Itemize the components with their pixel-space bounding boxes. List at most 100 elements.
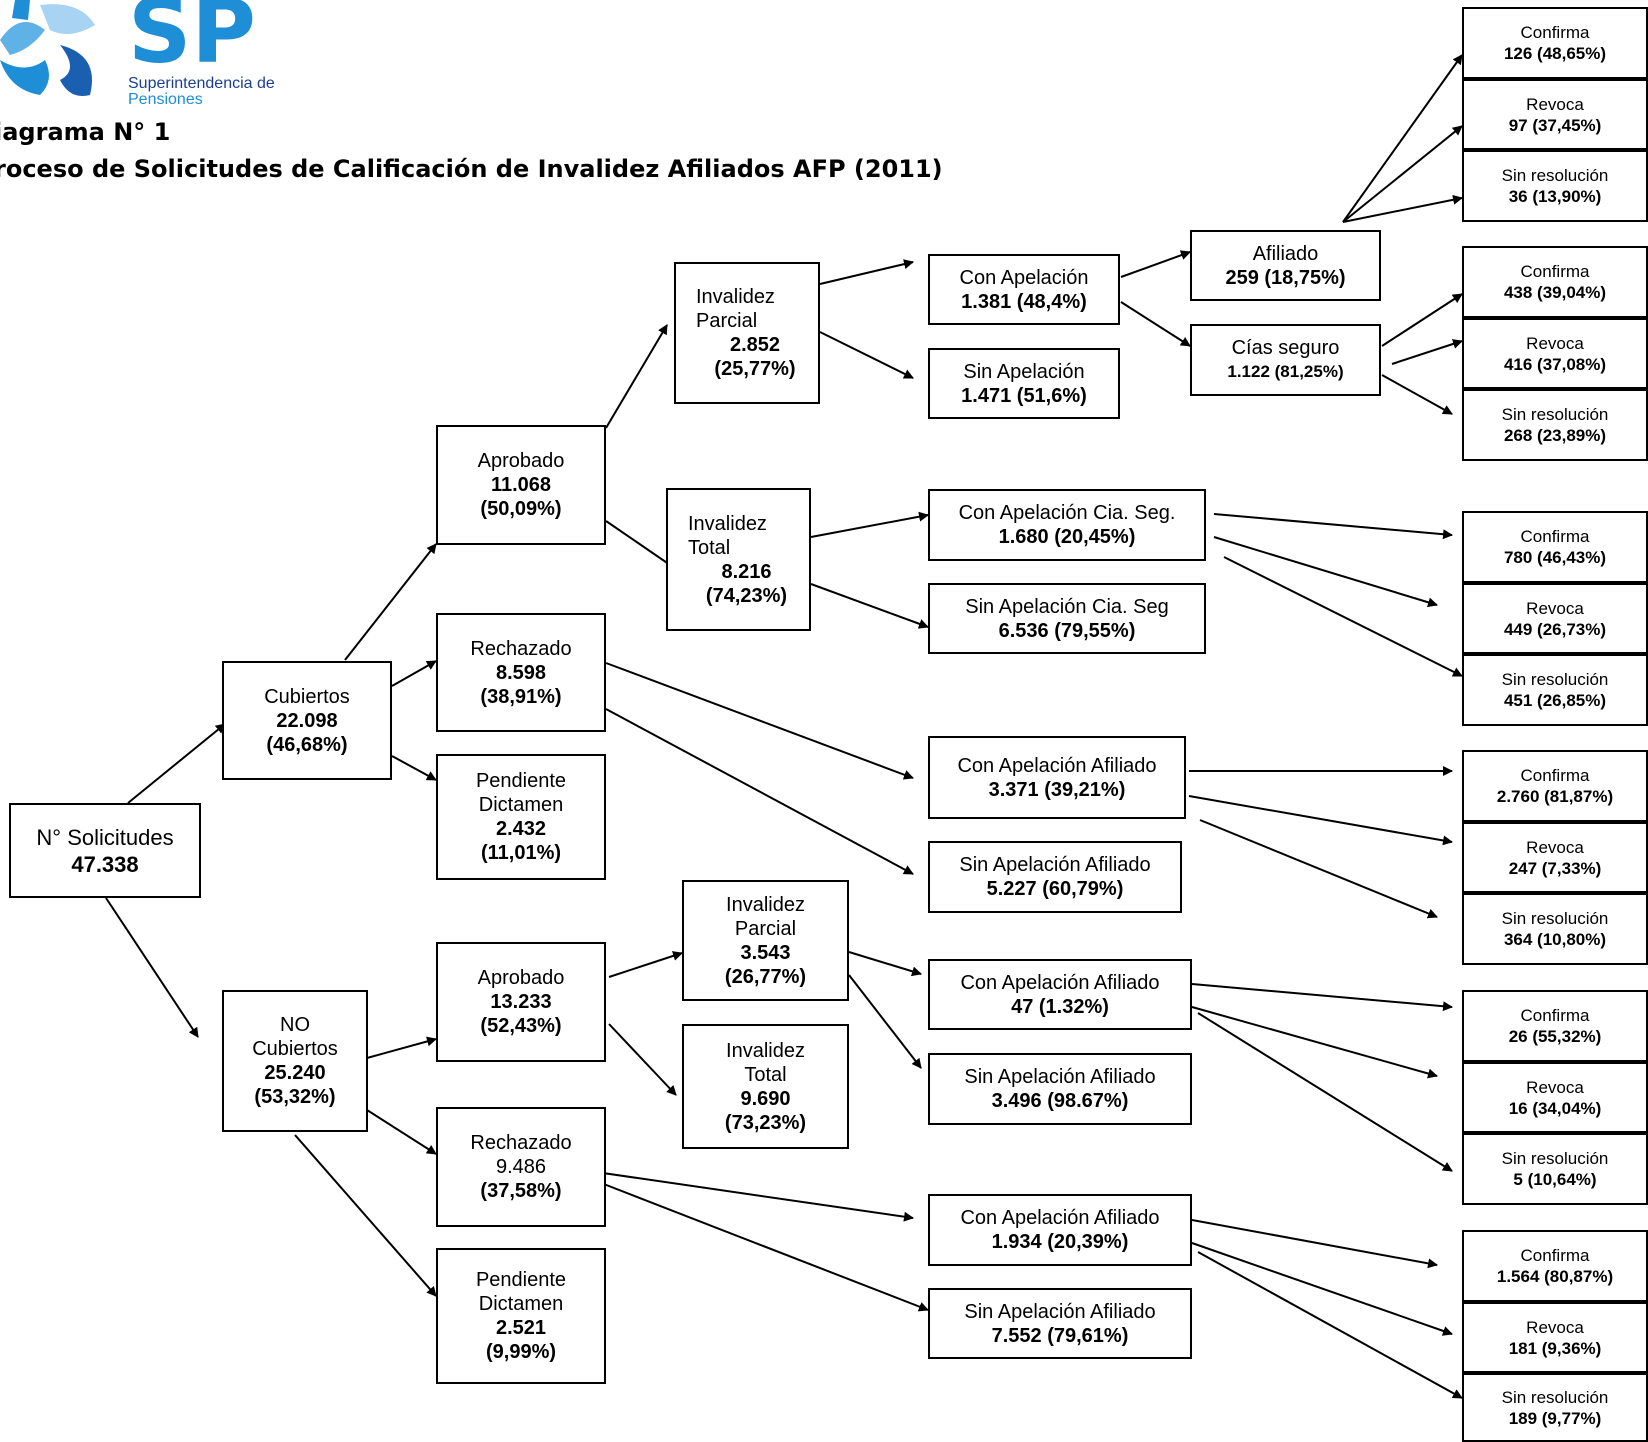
node-value: 3.371 (39,21%) (988, 778, 1126, 801)
result-label: Sin resolución (1501, 405, 1609, 424)
result-value: 780 (46,43%) (1503, 548, 1607, 567)
node-value: 1.381 (48,4%) (961, 290, 1087, 313)
node-value: 2.432 (495, 818, 547, 840)
node-pct: (26,77%) (724, 965, 807, 988)
node-con-apel-afil-no: Con Apelación Afiliado 47 (1.32%) (928, 959, 1192, 1030)
result-value: 181 (9,36%) (1508, 1338, 1602, 1358)
node-root-label: N° Solicitudes (36, 824, 174, 850)
result-value: 268 (23,89%) (1503, 426, 1607, 445)
node-no-cubiertos: NO Cubiertos 25.240 (53,32%) (222, 990, 368, 1132)
node-value: 1.122 (81,25%) (1227, 362, 1344, 381)
node-label: NO (280, 1014, 310, 1036)
result-label: Revoca (1526, 1317, 1584, 1337)
node-pct: (50,09%) (480, 498, 562, 520)
node-no-inv-total: Invalidez Total 9.690 (73,23%) (682, 1024, 849, 1149)
result-box: Sin resolución 268 (23,89%) (1462, 389, 1648, 461)
result-label: Revoca (1526, 1077, 1584, 1097)
node-label: Con Apelación Afiliado (960, 1207, 1160, 1229)
node-value: 1.934 (20,39%) (991, 1231, 1129, 1253)
result-label: Sin resolución (1501, 909, 1609, 928)
node-label: Aprobado (477, 450, 565, 472)
node-label: Cubiertos (252, 1038, 338, 1060)
node-value: 13.233 (490, 991, 552, 1013)
logo-letters: SP (128, 0, 256, 83)
node-root: N° Solicitudes 47.338 (9, 803, 201, 898)
node-label: Parcial (696, 310, 758, 332)
result-label: Confirma (1520, 1006, 1590, 1025)
result-label: Revoca (1526, 837, 1584, 857)
result-value: 5 (10,64%) (1513, 1170, 1597, 1189)
result-label: Revoca (1526, 598, 1584, 618)
node-label: Rechazado (470, 637, 572, 660)
node-pct: (38,91%) (480, 685, 562, 708)
node-pct: (37,58%) (480, 1180, 562, 1202)
result-value: 364 (10,80%) (1503, 930, 1607, 949)
node-pct: (46,68%) (266, 733, 348, 756)
node-sin-apelacion: Sin Apelación 1.471 (51,6%) (928, 348, 1120, 419)
node-value: 7.552 (79,61%) (991, 1324, 1129, 1347)
node-pct: (53,32%) (254, 1086, 336, 1108)
node-no-pendiente: Pendiente Dictamen 2.521 (9,99%) (436, 1248, 606, 1384)
result-box: Sin resolución 5 (10,64%) (1462, 1133, 1648, 1205)
node-label: Invalidez (726, 1039, 805, 1062)
result-label: Revoca (1526, 94, 1584, 114)
node-cub-aprobado: Aprobado 11.068 (50,09%) (436, 425, 606, 545)
result-label: Sin resolución (1501, 670, 1609, 689)
result-label: Sin resolución (1501, 1387, 1609, 1407)
node-value: 47 (1.32%) (1011, 995, 1109, 1018)
result-value: 2.760 (81,87%) (1496, 787, 1614, 806)
node-sin-apel-afil-norech: Sin Apelación Afiliado 7.552 (79,61%) (928, 1288, 1192, 1359)
node-label: Con Apelación Cia. Seg. (958, 502, 1176, 524)
node-pct: (11,01%) (480, 842, 562, 864)
node-value: 22.098 (276, 709, 338, 732)
node-cub-pendiente: Pendiente Dictamen 2.432 (11,01%) (436, 754, 606, 880)
node-pct: (74,23%) (705, 584, 788, 607)
node-label: Invalidez (696, 286, 775, 308)
result-value: 438 (39,04%) (1503, 283, 1607, 302)
node-label: Afiliado (1252, 242, 1319, 265)
node-label: Sin Apelación Afiliado (964, 1066, 1156, 1088)
superintendencia-de-pensiones-logo: SP Superintendencia de Pensiones (0, 0, 275, 108)
node-no-inv-parcial: Invalidez Parcial 3.543 (26,77%) (682, 880, 849, 1001)
node-label: Con Apelación (959, 266, 1089, 289)
node-value: 9.690 (740, 1087, 791, 1110)
hands-logo-icon (0, 0, 95, 96)
node-cub-inv-total: Invalidez Total 8.216 (74,23%) (666, 488, 811, 631)
node-value: 25.240 (264, 1062, 326, 1084)
node-label: Sin Apelación (963, 360, 1085, 383)
result-label: Confirma (1520, 23, 1590, 42)
node-pct: (9,99%) (485, 1341, 557, 1363)
result-value: 416 (37,08%) (1503, 354, 1607, 374)
node-label: Parcial (734, 917, 797, 940)
node-value: 9.486 (495, 1156, 547, 1178)
node-label: Pendiente (475, 770, 567, 792)
result-value: 97 (37,45%) (1508, 115, 1602, 135)
diagram-title: iagrama N° 1 (0, 118, 171, 146)
node-value: 3.496 (98.67%) (991, 1090, 1129, 1112)
node-cias-seguro: Cías seguro 1.122 (81,25%) (1190, 324, 1381, 396)
node-label: Sin Apelación Cia. Seg (965, 595, 1169, 618)
node-value: 11.068 (490, 474, 552, 496)
node-no-aprobado: Aprobado 13.233 (52,43%) (436, 942, 606, 1062)
result-label: Sin resolución (1501, 1149, 1609, 1168)
node-label: Cías seguro (1231, 337, 1340, 359)
node-value: 259 (18,75%) (1225, 266, 1346, 289)
node-value: 5.227 (60,79%) (986, 878, 1124, 900)
result-value: 449 (26,73%) (1503, 619, 1607, 639)
result-label: Revoca (1526, 333, 1584, 353)
node-sin-apel-afil-no: Sin Apelación Afiliado 3.496 (98.67%) (928, 1053, 1192, 1125)
node-label: Cubiertos (264, 685, 350, 708)
node-sin-apel-cia: Sin Apelación Cia. Seg 6.536 (79,55%) (928, 583, 1206, 654)
node-sin-apel-afil-rech: Sin Apelación Afiliado 5.227 (60,79%) (928, 841, 1182, 913)
node-con-apel-afil-rech: Con Apelación Afiliado 3.371 (39,21%) (928, 736, 1186, 819)
node-pct: (52,43%) (480, 1015, 562, 1037)
node-pct: (25,77%) (714, 358, 796, 380)
node-afiliado: Afiliado 259 (18,75%) (1190, 230, 1381, 301)
node-label: Dictamen (478, 794, 564, 816)
